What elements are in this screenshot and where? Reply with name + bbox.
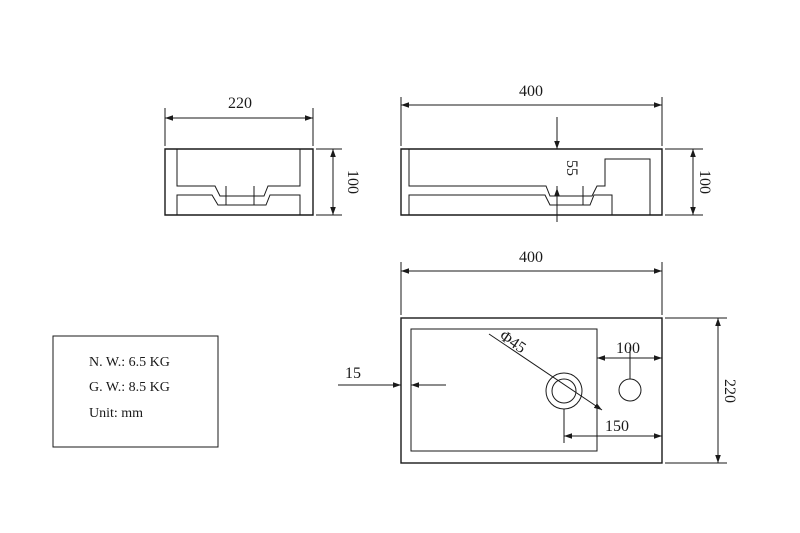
dim-line-drain-diameter (488, 333, 603, 411)
side-view-outline (164, 148, 314, 216)
spec-box-border (52, 335, 219, 448)
top-view: 400 220 15 Φ45 100 150 (338, 249, 738, 464)
dim-label-drain-offset: 150 (605, 418, 629, 435)
dim-label-drain-depth: 55 (563, 160, 580, 176)
spec-box: N. W.: 6.5 KG G. W.: 8.5 KG Unit: mm (52, 335, 219, 448)
dim-label-side-height: 100 (344, 170, 361, 194)
drain-outer-circle (545, 372, 583, 410)
dim-label-front-height: 100 (696, 170, 713, 194)
dim-label-wall-thickness: 15 (345, 365, 361, 382)
front-view: 400 100 55 (400, 83, 713, 222)
side-view-basin-section (176, 149, 301, 197)
top-view-outline (400, 317, 663, 464)
side-view-base-profile (176, 194, 301, 215)
dim-label-tap-offset: 100 (616, 340, 640, 357)
dim-label-front-width: 400 (519, 83, 543, 100)
front-view-base-profile (408, 194, 613, 215)
spec-net-weight: N. W.: 6.5 KG (89, 355, 170, 370)
front-view-basin-section (408, 149, 651, 215)
drain-inner-circle (551, 378, 577, 404)
dim-label-drain-diameter: Φ45 (496, 327, 528, 357)
dim-label-top-width: 400 (519, 249, 543, 266)
spec-gross-weight: G. W.: 8.5 KG (89, 380, 170, 395)
top-view-basin (410, 328, 598, 452)
side-view: 220 100 (164, 95, 361, 216)
tap-hole-circle (618, 378, 642, 402)
front-view-outline (400, 148, 663, 216)
spec-unit: Unit: mm (89, 406, 143, 421)
dim-label-top-depth: 220 (721, 379, 738, 403)
dim-label-side-width: 220 (228, 95, 252, 112)
